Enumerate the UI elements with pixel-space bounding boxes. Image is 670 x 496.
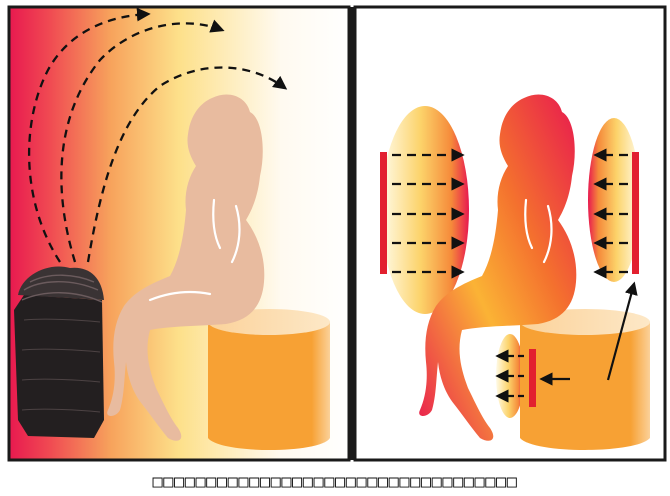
right-infrared-heater bbox=[632, 152, 639, 274]
caption-text: □□□□□□□□□□□□□□□□□□□□□□□□□□□□□□□□□□ bbox=[153, 472, 518, 492]
sauna-stool bbox=[208, 309, 330, 450]
left-infrared-heater bbox=[380, 152, 387, 274]
lower-infrared-heater bbox=[529, 349, 536, 407]
infrared-panel bbox=[355, 7, 665, 460]
left-heater-glow bbox=[381, 106, 469, 314]
convection-panel bbox=[9, 7, 349, 460]
heater-body bbox=[14, 295, 104, 438]
sauna-heater bbox=[14, 267, 104, 438]
caption-bar: □□□□□□□□□□□□□□□□□□□□□□□□□□□□□□□□□□ bbox=[0, 470, 670, 494]
stool-side-right bbox=[520, 322, 650, 450]
stool-side bbox=[208, 322, 330, 450]
infrared-sauna-stool bbox=[520, 309, 650, 450]
